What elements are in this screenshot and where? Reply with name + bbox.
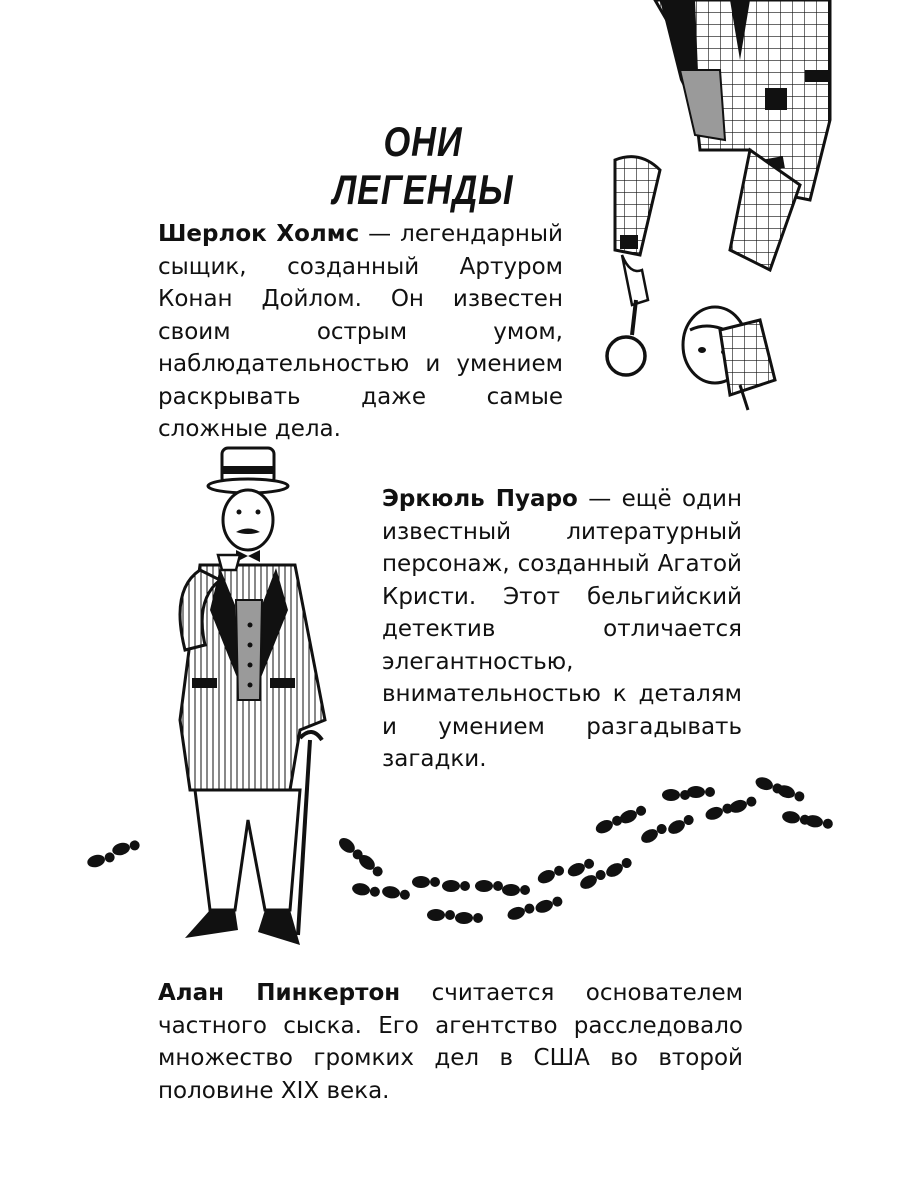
- poirot-paragraph: Эркюль Пуаро — ещё один известный литера…: [382, 483, 742, 776]
- footprint-icon: [455, 912, 483, 924]
- holmes-name: Шерлок Холмс: [158, 221, 360, 247]
- footprint-icon: [382, 886, 410, 900]
- poirot-illustration-icon: [178, 446, 327, 945]
- footprint-icon: [580, 870, 606, 889]
- footprint-icon: [412, 876, 440, 888]
- footprint-icon: [662, 789, 690, 801]
- footprint-icon: [619, 805, 647, 824]
- footprint-icon: [805, 815, 833, 829]
- footprint-icon: [729, 796, 757, 813]
- footprint-icon: [537, 865, 565, 884]
- footprint-icon: [442, 880, 470, 892]
- footprint-icon: [567, 858, 595, 877]
- footprint-icon: [352, 883, 380, 897]
- footprint-icon: [475, 880, 503, 892]
- footprint-icon: [359, 855, 383, 877]
- holmes-paragraph: Шерлок Холмс — легендарный сыщик, создан…: [158, 218, 563, 446]
- footprint-icon: [705, 803, 733, 820]
- poirot-text: — ещё один известный литературный персон…: [382, 486, 742, 772]
- footprint-icon: [502, 884, 530, 896]
- footprint-icon: [427, 909, 455, 921]
- footprint-icon: [668, 815, 694, 834]
- footprint-icon: [606, 858, 632, 877]
- page-title: ОНИ ЛЕГЕНДЫ: [332, 118, 514, 213]
- pinkerton-text: считается основателем частного сыска. Ег…: [158, 980, 743, 1104]
- footprint-icon: [755, 777, 783, 794]
- footprint-icon: [535, 896, 563, 913]
- footprint-icon: [87, 852, 115, 868]
- footprint-icon: [641, 824, 667, 843]
- footprint-icon: [507, 903, 535, 920]
- pinkerton-paragraph: Алан Пинкертон считается основателем час…: [158, 977, 743, 1107]
- footprint-icon: [777, 785, 805, 802]
- footprint-icon: [595, 815, 623, 834]
- footprint-icon: [112, 840, 140, 856]
- holmes-illustration-icon: [605, 0, 832, 411]
- pinkerton-name: Алан Пинкертон: [158, 980, 401, 1006]
- footprint-icon: [687, 786, 715, 798]
- holmes-text: — легендарный сыщик, созданный Артуром К…: [158, 221, 563, 442]
- poirot-name: Эркюль Пуаро: [382, 486, 578, 512]
